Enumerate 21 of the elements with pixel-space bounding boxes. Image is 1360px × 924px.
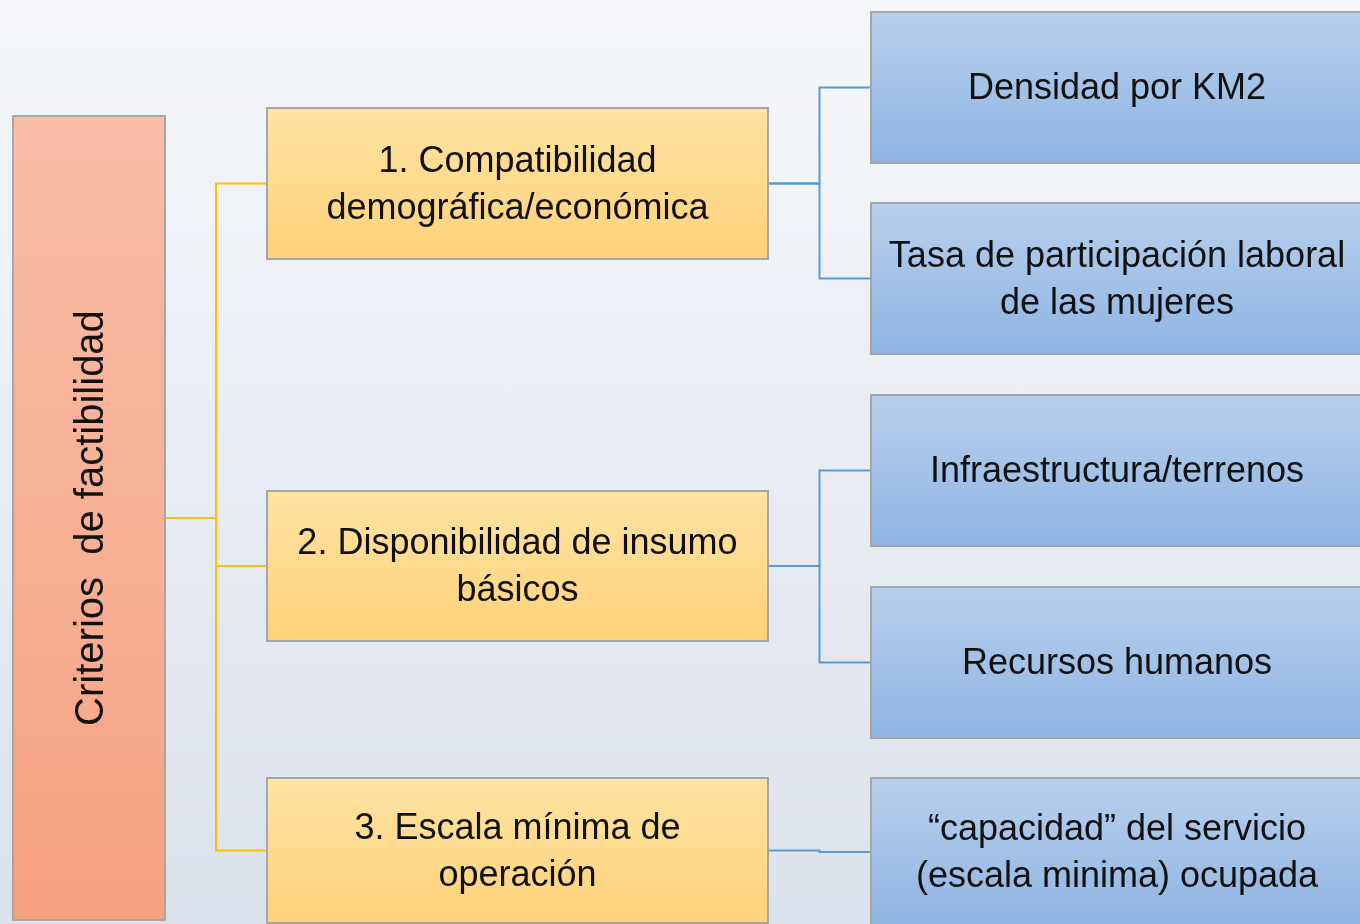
criterion-box [266,777,769,924]
criterion-box [266,490,769,642]
indicator-box [870,777,1360,924]
box-label: 2. Disponibilidad de insumo básicos [296,520,739,611]
indicator-box [870,202,1360,355]
indicator-box [870,11,1360,164]
connector-line [768,849,871,853]
box-label: Recursos humanos [960,640,1274,685]
box-label: Infraestructura/terrenos [928,448,1306,493]
box-label: 1. Compatibilidad demográfica/económica [325,137,710,229]
criterion-box [266,107,769,260]
root-box [12,115,166,921]
root-label: Criterios de factibilidad [69,310,109,726]
connector-line [768,182,871,280]
connector-line [768,565,871,664]
box-label: 3. Escala mínima de operación [353,804,682,896]
box-label: Densidad por KM2 [966,65,1268,110]
indicator-box [870,394,1360,547]
box-label: “capacidad” del servicio (escala minima) ocupada [914,806,1320,897]
indicator-box [870,586,1360,739]
box-label: Tasa de participación laboral de las mujeres [887,232,1347,324]
